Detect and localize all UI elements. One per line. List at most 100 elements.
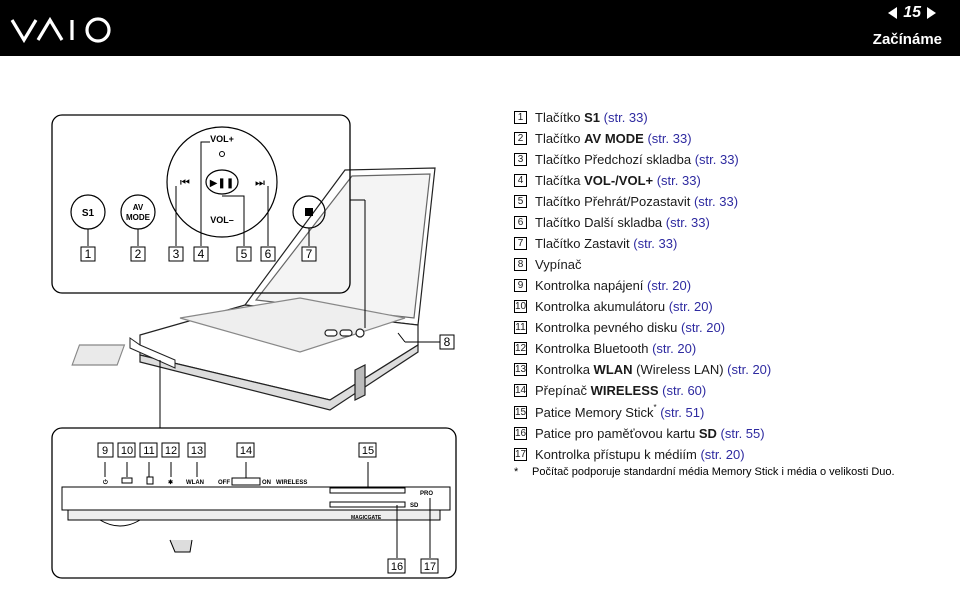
item-number: 17: [514, 448, 527, 461]
callout-14: 14: [240, 445, 252, 457]
vol-minus-label: VOL–: [210, 215, 234, 225]
item-number: 9: [514, 279, 527, 292]
page-reference-link[interactable]: (str. 33): [691, 152, 739, 167]
item-number: 13: [514, 363, 527, 376]
item-number: 6: [514, 216, 527, 229]
list-item: 2 Tlačítko AV MODE (str. 33): [514, 131, 692, 146]
front-panel-detail: [51, 427, 457, 579]
page-reference-link[interactable]: (str. 20): [643, 278, 692, 293]
footnote: *Počítač podporuje standardní média Memo…: [514, 466, 895, 478]
item-number: 8: [514, 258, 527, 271]
item-text: Tlačítka: [535, 173, 585, 188]
pro-label: PRO: [420, 491, 433, 497]
item-text: Tlačítko: [535, 131, 585, 146]
bottom-callouts: 9 10 11 12 13 14 15 16 17: [97, 442, 439, 574]
footnote-star: *: [514, 466, 519, 478]
next-page-arrow-icon[interactable]: [927, 7, 936, 19]
callout-4: 4: [198, 247, 205, 261]
item-number: 3: [514, 153, 527, 166]
item-number: 1: [514, 111, 527, 124]
callout-2: 2: [135, 247, 142, 261]
vol-plus-label: VOL+: [210, 134, 234, 144]
callout-7: 7: [306, 247, 313, 261]
s1-label: S1: [82, 208, 95, 219]
item-bold-text: WLAN: [593, 362, 633, 377]
on-label: ON: [262, 480, 271, 486]
off-label: OFF: [218, 480, 230, 486]
callout-15: 15: [362, 445, 374, 457]
page-reference-link[interactable]: (str. 33): [629, 236, 678, 251]
callout-9: 9: [102, 445, 108, 457]
page-reference-link[interactable]: (str. 33): [690, 194, 739, 209]
page-reference-link[interactable]: (str. 33): [600, 110, 648, 125]
list-item: 10 Kontrolka akumulátoru (str. 20): [514, 299, 713, 314]
media-control-ring: VOL+ VOL– ⏮ ⏭ ▶❚❚: [166, 126, 278, 238]
memory-stick-slot: [329, 487, 406, 494]
list-item: 4 Tlačítka VOL-/VOL+ (str. 33): [514, 173, 701, 188]
item-text: Tlačítko Přehrát/Pozastavit: [535, 194, 691, 209]
callout-13: 13: [191, 445, 203, 457]
chapter-title: Začínáme: [872, 31, 942, 48]
item-text: Tlačítko Předchozí skladba: [535, 152, 692, 167]
page-reference-link[interactable]: (str. 20): [677, 320, 726, 335]
list-item: 3 Tlačítko Předchozí skladba (str. 33): [514, 152, 739, 167]
laptop-figure: S1 AV MODE VOL+ VOL– ⏮ ⏭ ▶❚❚ 1 2 3 4: [51, 114, 457, 579]
item-text: Patice pro paměťovou kartu: [535, 426, 699, 441]
page-reference-link[interactable]: (str. 33): [643, 131, 692, 146]
list-item: 14 Přepínač WIRELESS (str. 60): [514, 383, 706, 398]
callout-5: 5: [241, 247, 248, 261]
callout-10: 10: [121, 445, 133, 457]
page-reference-link[interactable]: (str. 20): [723, 362, 772, 377]
list-item: 5 Tlačítko Přehrát/Pozastavit (str. 33): [514, 194, 738, 209]
page-reference-link[interactable]: (str. 20): [665, 299, 713, 314]
item-number: 2: [514, 132, 527, 145]
wireless-switch: [231, 477, 261, 486]
vaio-logo: [10, 16, 111, 44]
wlan-label: WLAN: [186, 480, 204, 486]
item-text: Kontrolka akumulátoru: [535, 299, 666, 314]
page-reference-link[interactable]: (str. 20): [648, 341, 697, 356]
previous-page-arrow-icon[interactable]: [888, 7, 898, 19]
page-reference-link[interactable]: (str. 51): [656, 405, 705, 420]
play-pause-icon: ▶❚❚: [210, 178, 234, 189]
item-text: Kontrolka pevného disku: [535, 320, 678, 335]
item-number: 10: [514, 300, 527, 313]
item-text: Tlačítko Další skladba: [535, 215, 663, 230]
page-number: 15: [903, 4, 921, 21]
magicgate-label: MAGICGATE: [351, 515, 382, 521]
media-buttons-panel: [51, 114, 351, 294]
callout-12: 12: [165, 445, 177, 457]
item-text: Kontrolka Bluetooth: [535, 341, 649, 356]
page-reference-link[interactable]: (str. 55): [716, 426, 765, 441]
item-bold-text: WIRELESS: [590, 383, 659, 398]
power-indicator-icon: ⏻: [103, 479, 108, 486]
callout-8: 8: [444, 335, 451, 349]
item-number: 15: [514, 406, 527, 419]
item-number: 4: [514, 174, 527, 187]
page-reference-link[interactable]: (str. 20): [696, 447, 745, 462]
list-item: 8 Vypínač: [514, 257, 582, 272]
page-reference-link[interactable]: (str. 33): [662, 215, 710, 230]
stop-icon: [305, 208, 313, 216]
list-item: 11 Kontrolka pevného disku (str. 20): [514, 320, 725, 335]
item-text: Vypínač: [535, 257, 582, 272]
item-bold-text: AV MODE: [584, 131, 644, 146]
item-number: 14: [514, 384, 527, 397]
item-text: Tlačítko: [535, 110, 585, 125]
hdd-indicator-icon: [146, 476, 154, 485]
page-reference-link[interactable]: (str. 33): [653, 173, 701, 188]
item-text: Přepínač: [535, 383, 591, 398]
page-reference-link[interactable]: (str. 60): [658, 383, 707, 398]
callout-3: 3: [173, 247, 180, 261]
item-number: 5: [514, 195, 527, 208]
sd-label: SD: [410, 503, 419, 509]
item-bold-text: VOL-/VOL+: [584, 173, 654, 188]
s1-button: S1: [70, 194, 106, 230]
item-bold-text: SD: [698, 426, 717, 441]
item-number: 11: [514, 321, 527, 334]
